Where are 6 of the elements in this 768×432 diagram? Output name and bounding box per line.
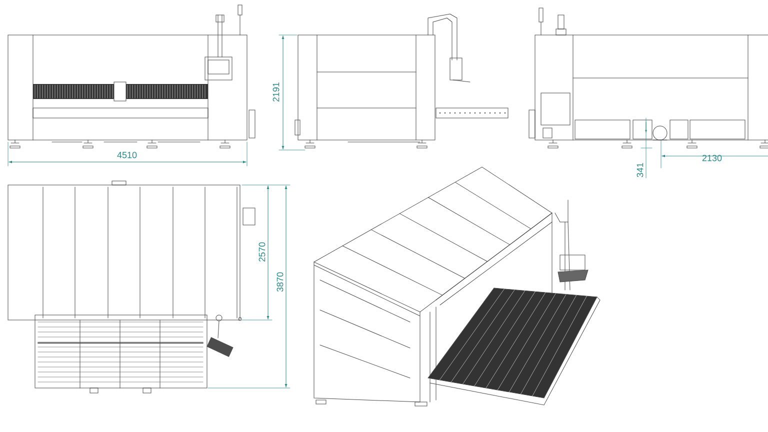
dimension-label: 2130 (702, 154, 722, 162)
dimension-label: 2191 (272, 82, 280, 102)
dimension-label: 2570 (258, 242, 266, 262)
dimension-label: 3870 (276, 272, 284, 292)
dimension-label: 4510 (117, 152, 137, 158)
dimension-label: 341 (636, 162, 644, 178)
